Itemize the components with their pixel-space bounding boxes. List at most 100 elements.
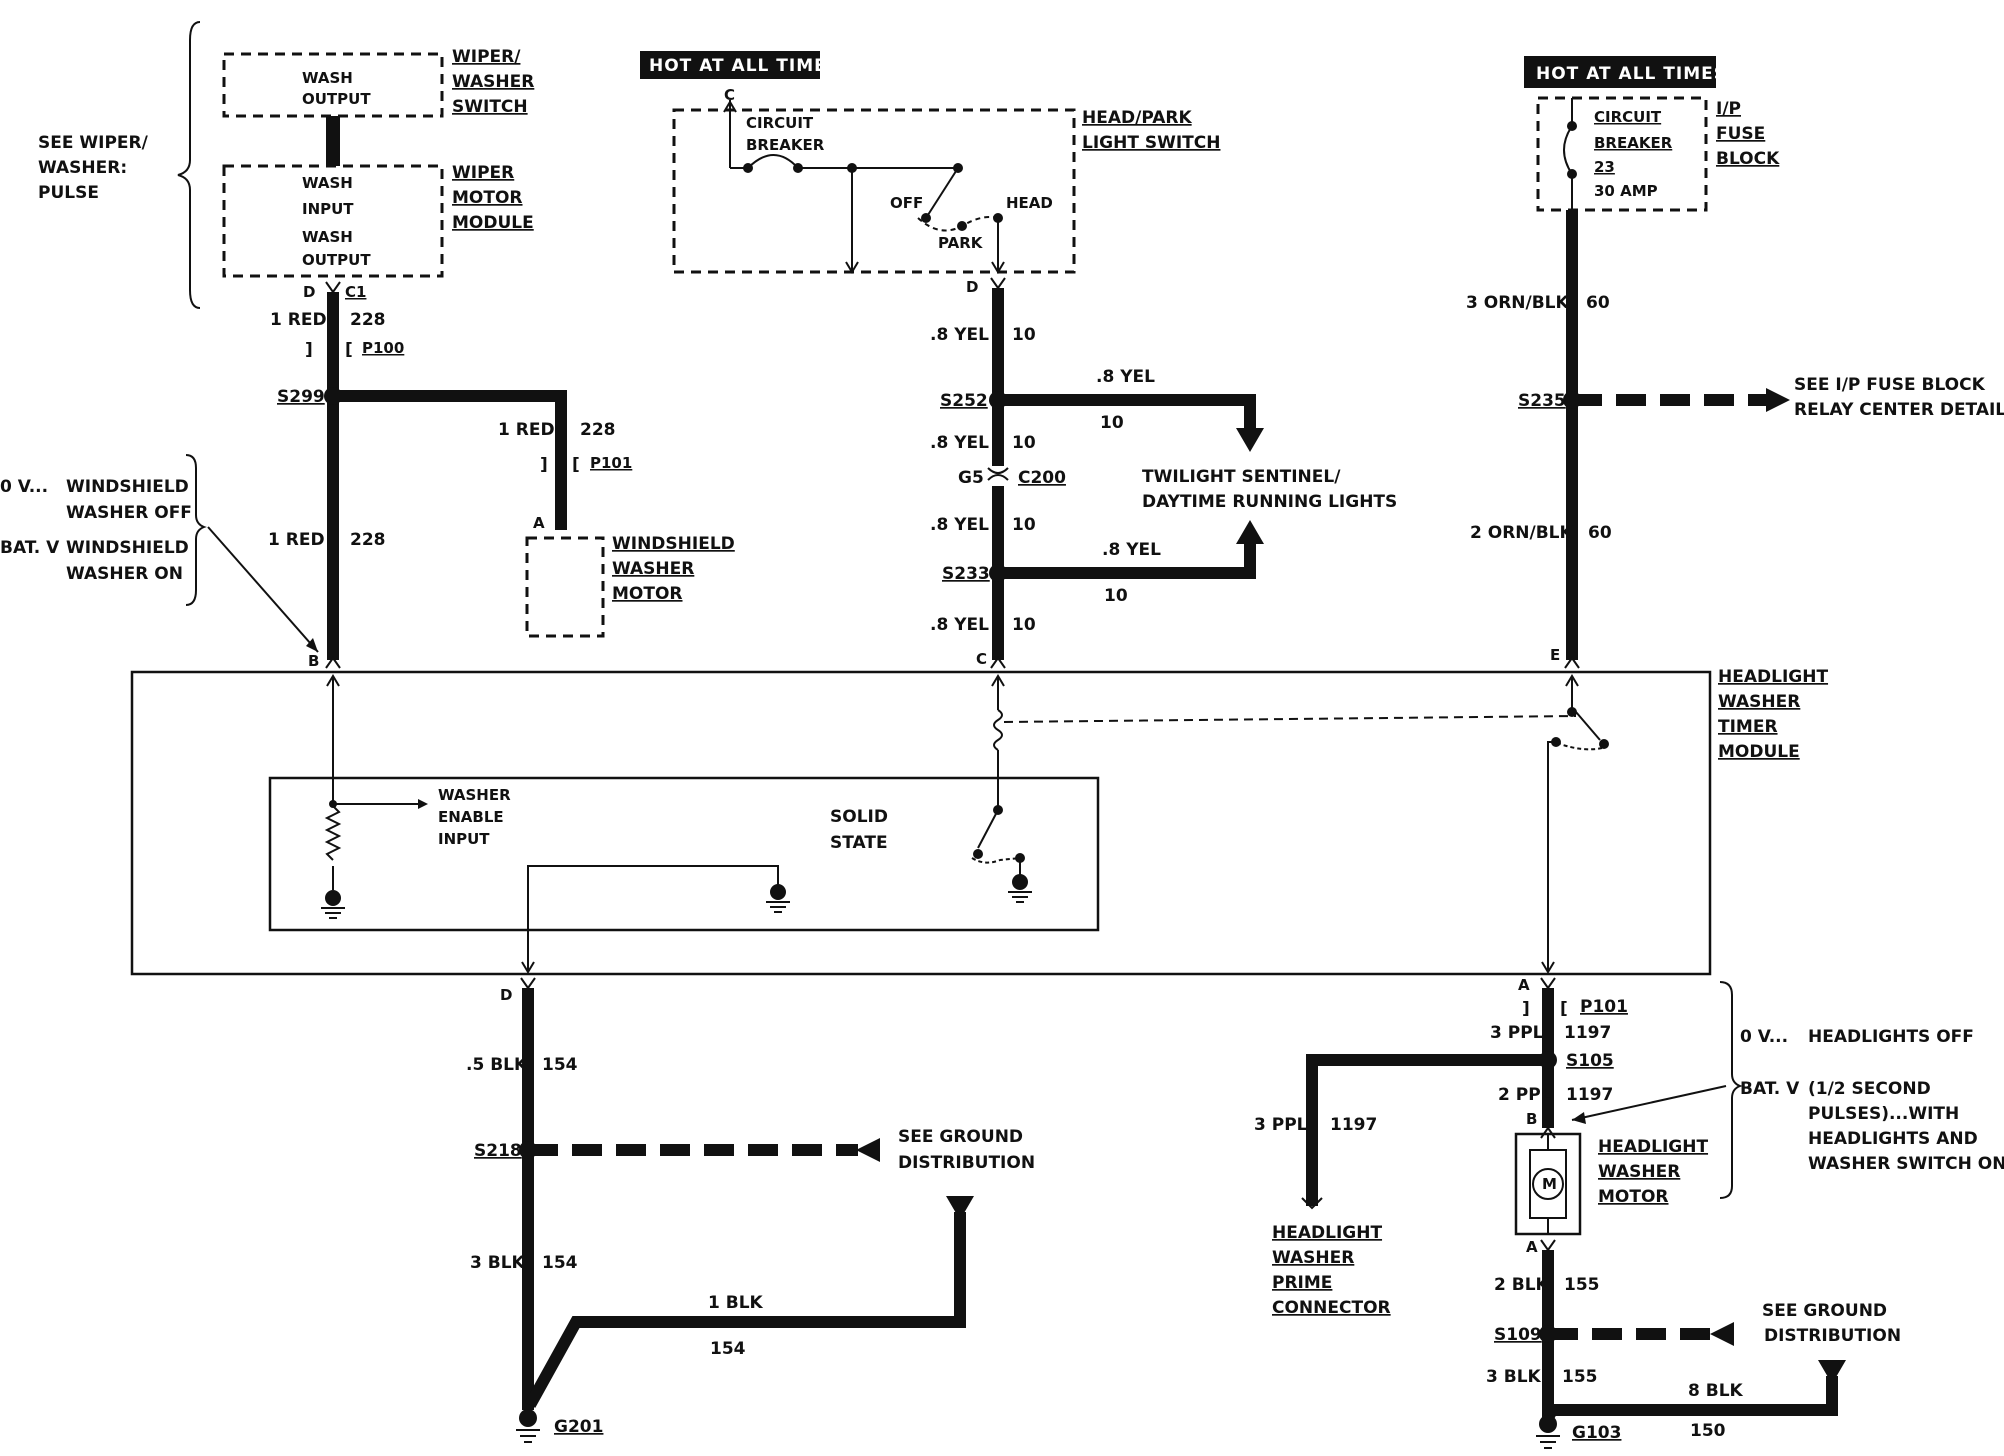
hp-arrow xyxy=(845,261,859,274)
connector-chevron xyxy=(325,656,341,669)
hp-label-1: HEAD/PARK xyxy=(1082,108,1192,128)
wiper-motor-module-label-2: MOTOR xyxy=(452,188,523,208)
hot-at-all-times-1: HOT AT ALL TIMES xyxy=(649,56,840,76)
hot-at-all-times-badge-2 xyxy=(1524,56,1716,88)
hot-at-all-times-2: HOT AT ALL TIMES xyxy=(1536,64,1727,84)
connector-chevron xyxy=(990,656,1006,669)
see-wiper-label-2: WASHER: xyxy=(38,158,127,178)
hl-on-2: PULSES)...WITH xyxy=(1808,1104,1959,1124)
prime-3: PRIME xyxy=(1272,1273,1332,1293)
br-a: A xyxy=(1518,976,1530,994)
internal-wire xyxy=(527,865,779,972)
br-see-2: DISTRIBUTION xyxy=(1764,1326,1901,1346)
br-c4: 155 xyxy=(1564,1275,1600,1295)
enable-3: INPUT xyxy=(438,830,490,848)
bl-c2: 154 xyxy=(542,1253,578,1273)
prime-1: HEADLIGHT xyxy=(1272,1223,1382,1243)
brace-ws xyxy=(185,454,207,606)
lb-bracket2-l: ] xyxy=(540,455,548,475)
arrow-right xyxy=(1766,388,1790,412)
hp-off: OFF xyxy=(890,194,923,212)
lb-a: A xyxy=(533,514,545,532)
hl-bat: BAT. V xyxy=(1740,1079,1800,1099)
hp-d: D xyxy=(966,278,978,296)
module-output-text: OUTPUT xyxy=(302,251,371,269)
hot-at-all-times-badge-1 xyxy=(640,51,820,79)
bl-c1: 154 xyxy=(542,1055,578,1075)
wiper-motor-module-label-1: WIPER xyxy=(452,163,514,183)
ground-node xyxy=(325,890,341,906)
hp-park: PARK xyxy=(938,234,984,252)
hp-head: HEAD xyxy=(1006,194,1053,212)
lb-ckt2: 228 xyxy=(580,420,616,440)
arrow-head xyxy=(1572,1112,1586,1124)
arrow-up xyxy=(1236,520,1264,544)
fb-w1: 3 ORN/BLK xyxy=(1466,293,1570,313)
cb-w5: .8 YEL xyxy=(1102,540,1161,560)
br-c5: 155 xyxy=(1562,1367,1598,1387)
internal-arrow xyxy=(521,961,535,974)
windshield-washer-motor-box xyxy=(525,536,605,638)
fb-c1: 60 xyxy=(1586,293,1610,313)
prime-4: CONNECTOR xyxy=(1272,1298,1391,1318)
timer-switch-blade xyxy=(1575,711,1601,741)
mechanical-link xyxy=(1003,715,1577,723)
motor-1: HEADLIGHT xyxy=(1598,1137,1708,1157)
br-c3: 1197 xyxy=(1330,1115,1377,1135)
cb-w6: .8 YEL xyxy=(930,615,989,635)
lb-wire2: 1 RED xyxy=(498,420,555,440)
br-m: M xyxy=(1542,1175,1557,1193)
wwm-label-3: MOTOR xyxy=(612,584,683,604)
fuse-block-box xyxy=(1536,96,1708,212)
hp-terminal xyxy=(921,213,931,223)
ground-node xyxy=(1012,874,1028,890)
br-c1: 1197 xyxy=(1564,1023,1611,1043)
lb-wire3: 1 RED xyxy=(268,530,325,550)
internal-arrow xyxy=(1565,674,1579,687)
internal-wire xyxy=(1547,741,1556,972)
fb-cb-1: CIRCUIT xyxy=(1594,108,1662,126)
cb-s233: S233 xyxy=(942,564,990,584)
cb-c5: 10 xyxy=(1104,586,1128,606)
wire-228-branch xyxy=(333,390,567,530)
connector-chevron xyxy=(1540,977,1556,990)
fb-see-1: SEE I/P FUSE BLOCK xyxy=(1794,375,1986,395)
lb-bracket-r: [ xyxy=(345,340,353,360)
twilight-1: TWILIGHT SENTINEL/ xyxy=(1142,467,1341,487)
resistor xyxy=(324,805,342,861)
cb-c6: 10 xyxy=(1012,615,1036,635)
ws-on1: WINDSHIELD xyxy=(66,538,189,558)
connector-chevron xyxy=(990,277,1006,290)
br-c2: 1197 xyxy=(1566,1085,1613,1105)
module-wash-text: WASH xyxy=(302,174,353,192)
ws-bat: BAT. V xyxy=(0,538,60,558)
br-w3: 3 PPL xyxy=(1254,1115,1308,1135)
wiper-washer-switch-label-2: WASHER xyxy=(452,72,534,92)
lb-s299: S299 xyxy=(277,387,325,407)
wiper-washer-switch-label-3: SWITCH xyxy=(452,97,528,117)
connector-chevron xyxy=(325,281,341,294)
cb-c200: C200 xyxy=(1018,468,1066,488)
lb-b: B xyxy=(308,652,319,670)
ws-v0: 0 V... xyxy=(0,477,48,497)
wire-10-twilight-2 xyxy=(998,540,1256,579)
wwm-label-1: WINDSHIELD xyxy=(612,534,735,554)
module-wash2-text: WASH xyxy=(302,228,353,246)
head-park-switch-box xyxy=(672,108,1076,274)
internal-node xyxy=(1599,739,1609,749)
fb-cb-3: 23 xyxy=(1594,158,1615,176)
lb-d: D xyxy=(303,283,315,301)
relay-switch-blade xyxy=(977,809,999,849)
cb-c3: 10 xyxy=(1012,433,1036,453)
arrow-right xyxy=(418,799,428,809)
wwm-label-2: WASHER xyxy=(612,559,694,579)
cb-w4: .8 YEL xyxy=(930,515,989,535)
wiper-washer-switch-label-1: WIPER/ xyxy=(452,47,521,67)
prime-2: WASHER xyxy=(1272,1248,1354,1268)
br-p101: P101 xyxy=(1580,997,1628,1017)
fb-cb-2: BREAKER xyxy=(1594,134,1673,152)
solid-state-box xyxy=(268,776,1100,932)
ground-g103 xyxy=(1539,1415,1557,1433)
c200-connector xyxy=(987,474,1009,481)
wire-150-ground xyxy=(1542,1376,1838,1421)
